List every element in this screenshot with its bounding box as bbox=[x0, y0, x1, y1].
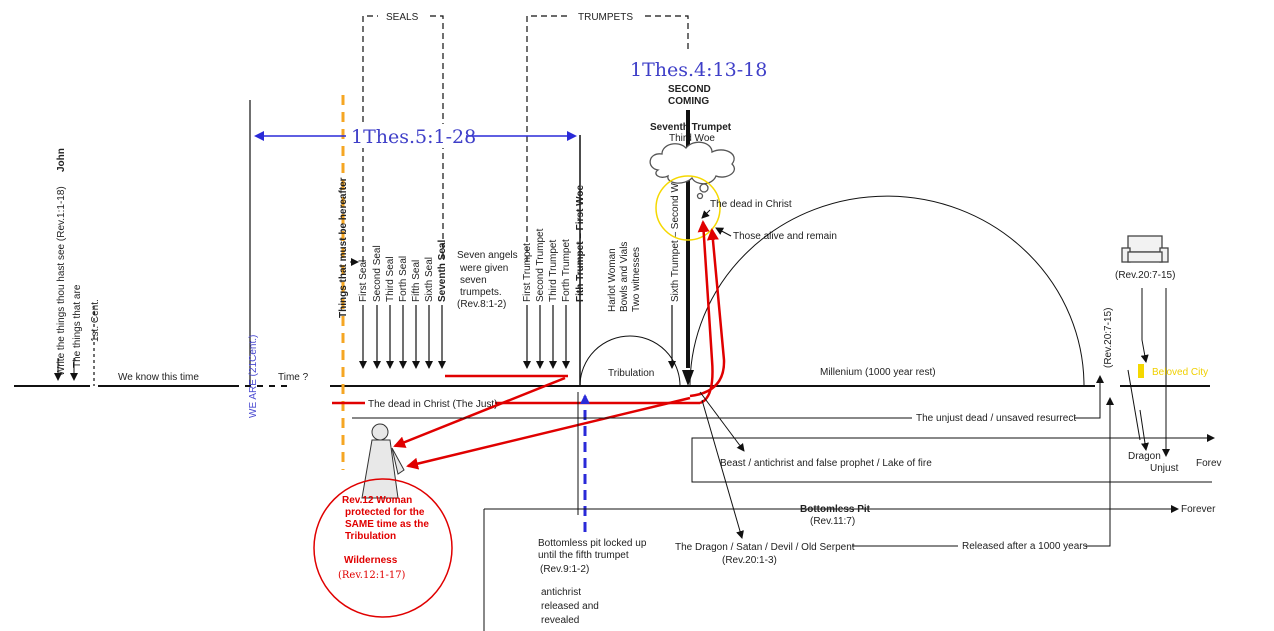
wilderness-label: Wilderness bbox=[344, 555, 398, 566]
second-coming-2: COMING bbox=[668, 96, 709, 107]
rapture-red-path-1 bbox=[697, 220, 714, 405]
seven-angels-3: seven bbox=[460, 275, 487, 286]
seal-labels: First Seal Second Seal Third Seal Forth … bbox=[358, 240, 448, 302]
dragon-label: Dragon bbox=[1128, 451, 1161, 462]
things-hereafter-label: Things that must be hereafter bbox=[338, 177, 349, 318]
thes5-label: 1Thes.5:1-28 bbox=[351, 126, 476, 148]
released-1000-label: Released after a 1000 years bbox=[962, 541, 1088, 552]
bottomless-pit-label: Bottomless Pit bbox=[800, 504, 871, 515]
throne-icon bbox=[1121, 235, 1169, 263]
tribulation-label: Tribulation bbox=[608, 368, 654, 379]
things-that-are-label: The things that are bbox=[72, 284, 83, 368]
trumpet-labels: First Trumpet Second Trumpet Third Trump… bbox=[522, 172, 681, 302]
seal-label-7: Seventh Seal bbox=[437, 240, 448, 302]
bowls-label: Bowls and Vials bbox=[619, 242, 630, 312]
beloved-city-label: Beloved City bbox=[1152, 367, 1208, 378]
antichrist-3: revealed bbox=[541, 615, 579, 626]
trumpets-label: TRUMPETS bbox=[578, 12, 633, 23]
lake-of-fire-box bbox=[691, 437, 1214, 483]
tribulation-arc bbox=[579, 335, 681, 387]
woman-text-4: Tribulation bbox=[345, 531, 396, 542]
third-woe-label: Third Woe bbox=[669, 133, 715, 144]
unjust-label: Unjust bbox=[1150, 463, 1179, 474]
woman-figure-icon bbox=[361, 423, 405, 499]
thes4-label: 1Thes.4:13-18 bbox=[630, 59, 767, 81]
rev20-top-label: (Rev.20:7-15) bbox=[1115, 270, 1175, 281]
beloved-city-marker bbox=[1138, 364, 1144, 378]
seven-angels-1: Seven angels bbox=[457, 250, 518, 261]
woman-text-1: Rev.12 Woman bbox=[342, 495, 412, 506]
bottomless-pit-ref: (Rev.11:7) bbox=[810, 516, 855, 527]
seal-label-5: Fifth Seal bbox=[411, 260, 422, 302]
pit-locked-1: Bottomless pit locked up bbox=[538, 538, 647, 549]
rapture-red-path-2 bbox=[689, 228, 726, 398]
woman-red-arrow-2 bbox=[406, 396, 691, 470]
seven-angels-ref: (Rev.8:1-2) bbox=[457, 299, 506, 310]
millenium-arc bbox=[689, 195, 1085, 387]
dragon-satan-label: The Dragon / Satan / Devil / Old Serpent bbox=[675, 542, 855, 553]
trumpet-label-2: Second Trumpet bbox=[535, 228, 546, 302]
dragon-ref-label: (Rev.20:1-3) bbox=[722, 555, 777, 566]
trumpet-label-5: Fith Trumpet – First Woe bbox=[575, 185, 586, 302]
antichrist-2: released and bbox=[541, 601, 599, 612]
seventh-trumpet-label: Seventh Trumpet bbox=[650, 122, 732, 133]
woman-red-arrow-1 bbox=[393, 376, 566, 448]
harlot-label: Harlot Woman bbox=[607, 248, 618, 312]
woman-text-3: SAME time as the bbox=[345, 519, 429, 530]
seven-angels-4: trumpets. bbox=[460, 287, 502, 298]
second-coming-1: SECOND bbox=[668, 84, 711, 95]
antichrist-1: antichrist bbox=[541, 587, 581, 598]
seal-label-6: Sixth Seal bbox=[424, 257, 435, 302]
alive-remain-label: Those alive and remain bbox=[733, 231, 837, 242]
seal-label-4: Forth Seal bbox=[398, 256, 409, 302]
time-question-label: Time ? bbox=[278, 372, 309, 383]
cloud-icon bbox=[649, 141, 735, 200]
pit-locked-ref: (Rev.9:1-2) bbox=[540, 564, 589, 575]
wilderness-circle bbox=[313, 478, 453, 618]
rev20-side-label: (Rev.20:7-15) bbox=[1103, 308, 1114, 368]
write-things-label: Write the things thou hast see (Rev.1:1-… bbox=[56, 186, 67, 376]
woman-text-2: protected for the bbox=[345, 507, 425, 518]
john-label: John bbox=[56, 148, 67, 172]
trumpets-bracket bbox=[526, 15, 689, 262]
beast-label: Beast / antichrist and false prophet / L… bbox=[720, 458, 932, 469]
millenium-label: Millenium (1000 year rest) bbox=[820, 367, 936, 378]
trumpet-arrows bbox=[523, 305, 676, 369]
forever-label-2: Forev bbox=[1196, 458, 1222, 469]
released-line bbox=[1085, 397, 1114, 547]
dead-in-christ-just-label: The dead in Christ (The Just) bbox=[368, 399, 498, 410]
witnesses-label: Two witnesses bbox=[631, 247, 642, 312]
rapture-circle bbox=[655, 175, 721, 241]
trumpet-label-1: First Trumpet bbox=[522, 243, 533, 302]
we-are-label: WE ARE (21Cent.) bbox=[248, 335, 259, 418]
seal-label-1: First Seal bbox=[358, 260, 369, 302]
seal-label-3: Third Seal bbox=[385, 256, 396, 302]
trumpet-label-4: Forth Trumpet bbox=[561, 239, 572, 302]
seals-label: SEALS bbox=[386, 12, 419, 23]
first-cent-label: 1st. Cent. bbox=[90, 299, 101, 342]
pit-locked-2: until the fifth trumpet bbox=[538, 550, 629, 561]
unjust-dead-line bbox=[352, 375, 1104, 419]
we-know-label: We know this time bbox=[118, 372, 199, 383]
forever-label-1: Forever bbox=[1181, 504, 1216, 515]
seals-bracket bbox=[362, 15, 444, 262]
dead-in-christ-circle-label: The dead in Christ bbox=[710, 199, 792, 210]
seal-arrows bbox=[359, 305, 446, 369]
seal-label-2: Second Seal bbox=[372, 245, 383, 302]
wilderness-ref: (Rev.12:1-17) bbox=[338, 570, 406, 581]
seven-angels-2: were given bbox=[459, 263, 508, 274]
trumpet-label-3: Third Trumpet bbox=[548, 240, 559, 302]
unjust-dead-label: The unjust dead / unsaved resurrect bbox=[916, 413, 1076, 424]
